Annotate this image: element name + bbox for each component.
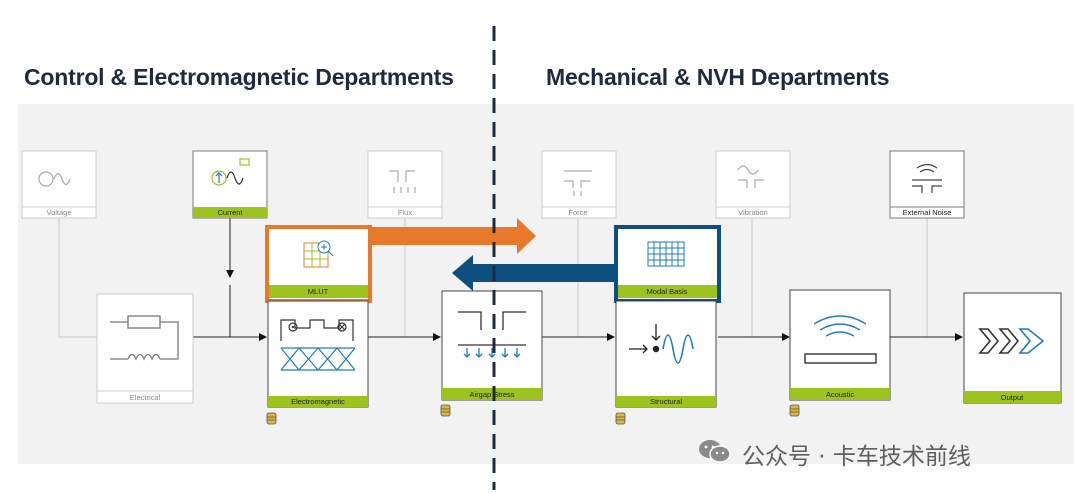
orange-arrow	[372, 218, 536, 254]
mlut-label: MLUT	[308, 287, 329, 296]
external-noise-block[interactable]: External Noise	[889, 150, 965, 219]
heading-right: Mechanical & NVH Departments	[546, 64, 890, 90]
external-noise-icon	[912, 163, 942, 193]
structural-block[interactable]: Structural	[615, 300, 717, 408]
database-icon	[266, 412, 277, 425]
lookup-table-icon	[303, 240, 334, 268]
airgap-stress-icon	[458, 311, 526, 358]
voltage-label: Voltage	[46, 208, 71, 217]
vibration-label: Vibration	[738, 208, 767, 217]
modal-mesh-icon	[647, 241, 685, 267]
database-icon	[615, 412, 626, 425]
airgap-stress-block[interactable]: Airgap Stress	[441, 290, 543, 401]
electrical-block[interactable]: Electrical	[96, 293, 194, 404]
blue-arrow	[452, 255, 614, 291]
modal-basis-block[interactable]: Modal Basis	[614, 225, 721, 303]
vibration-block[interactable]: Vibration	[715, 150, 791, 219]
current-block[interactable]: Current	[192, 150, 268, 219]
force-block[interactable]: Force	[541, 150, 617, 219]
electromagnetic-icon	[280, 319, 356, 371]
database-icon	[440, 404, 451, 417]
mlut-block[interactable]: MLUT	[265, 225, 372, 303]
output-label: Output	[1001, 393, 1024, 402]
electrical-label: Electrical	[130, 393, 161, 402]
circuit-icon	[110, 315, 179, 361]
force-label: Force	[568, 208, 587, 217]
vibration-icon	[737, 165, 764, 188]
wechat-logo-icon	[699, 440, 731, 463]
force-icon	[564, 170, 592, 196]
structural-response-icon	[629, 324, 694, 364]
sine-source-icon	[38, 171, 71, 187]
airgap-stress-label: Airgap Stress	[469, 390, 514, 399]
structural-label: Structural	[650, 397, 682, 406]
output-block[interactable]: Output	[963, 292, 1062, 404]
watermark-text: 公众号 · 卡车技术前线	[742, 444, 971, 470]
voltage-block[interactable]: Voltage	[21, 150, 97, 219]
acoustic-waves-icon	[804, 315, 877, 364]
flux-icon	[389, 170, 416, 193]
acoustic-block[interactable]: Acoustic	[789, 289, 891, 401]
flux-block[interactable]: Flux	[367, 150, 443, 219]
acoustic-label: Acoustic	[826, 390, 855, 399]
current-source-icon	[211, 158, 250, 186]
heading-left: Control & Electromagnetic Departments	[24, 64, 454, 90]
electromagnetic-block[interactable]: Electromagnetic	[267, 300, 369, 408]
database-icon	[789, 404, 800, 417]
current-label: Current	[217, 208, 243, 217]
external-noise-label: External Noise	[903, 208, 952, 217]
flux-label: Flux	[398, 208, 412, 217]
output-arrows-icon	[978, 328, 1045, 354]
database-icons	[266, 404, 800, 425]
electromagnetic-label: Electromagnetic	[291, 397, 345, 406]
modal-basis-label: Modal Basis	[647, 287, 688, 296]
connector-lines	[58, 218, 963, 341]
